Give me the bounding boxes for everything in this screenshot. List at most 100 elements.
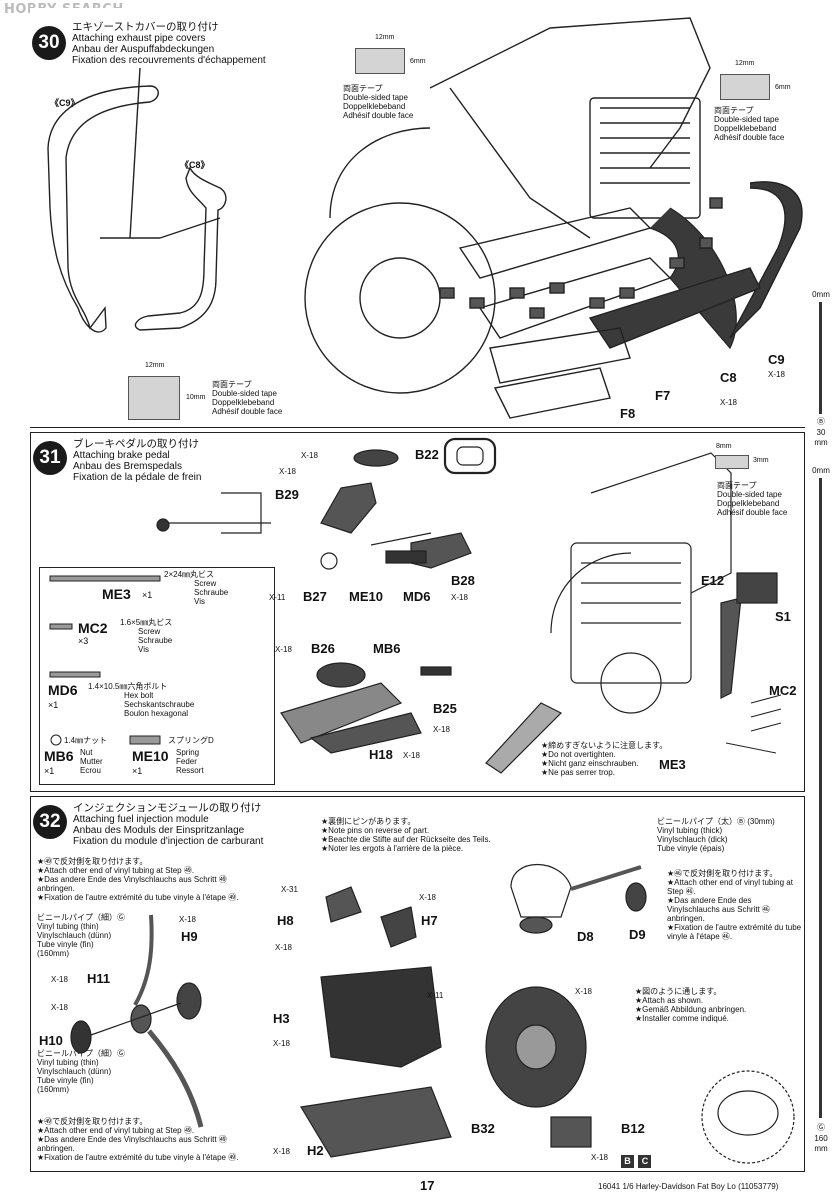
part-desc-jp: 1.4×10.5㎜六角ボルト [88,682,168,691]
part-desc: Spring Feder Ressort [176,748,204,775]
note-line: ★Das andere Ende des Vinylschlauchs aus … [37,1135,227,1153]
part-ref: X-18 [451,593,468,602]
tape-de: Doppelklebeband [714,124,777,133]
tape-jp: 両面テープ [343,84,383,93]
tape-fr: Adhésif double face [343,111,414,120]
tape-width-label: 12mm [375,34,395,41]
tape-jp: 両面テープ [212,380,252,389]
part-ref: X-18 [273,1147,290,1156]
ruler-label-b: Ⓑ [817,417,825,426]
note-line: ★㊻で反対側を取り付けます。 [667,869,778,878]
title-en: Attaching brake pedal [73,450,170,461]
tube-en: Vinyl tubing (thin) [37,922,99,931]
part-label: MC2 [769,683,797,698]
title-fr: Fixation du module d'injection de carbur… [73,836,264,847]
part-ref: X-18 [273,1039,290,1048]
tape-de: Doppelklebeband [343,102,406,111]
part-code: ME10 [132,748,169,764]
part-label: D9 [629,927,646,942]
part-code: MB6 [44,748,74,764]
part-ref: X-18 [51,1003,68,1012]
part-label: C9 [768,352,785,367]
note-line: ★㊾で反対側を取り付けます。 [37,857,148,866]
part-label: H11 [87,971,111,986]
part-code: MD6 [48,682,78,698]
note-fr: ★Ne pas serrer trop. [541,768,615,777]
tape-caption: 両面テープ Double-sided tape Doppelklebeband … [714,106,784,142]
part-desc-en: Screw [138,627,161,636]
part-label: F7 [655,388,671,403]
ruler-zero-top: 0mm [812,290,830,299]
title-de: Anbau der Auspuffabdeckungen [72,44,215,55]
part-desc-de: Schraube [194,588,229,597]
step-30-panel: 30 エキゾーストカバーの取り付け Attaching exhaust pipe… [30,8,805,428]
part-desc-jp: スプリングD [168,736,214,745]
part-qty: ×1 [132,766,143,776]
title-jp: ブレーキペダルの取り付け [73,438,199,450]
title-fr: Fixation de la pédale de frein [73,472,202,483]
part-ref: X-18 [419,893,436,902]
part-label: ME3 [659,757,686,772]
part-desc-de: Sechskantschraube [124,700,195,709]
tape-height-label: 10mm [186,394,206,401]
part-label: H3 [273,1011,290,1026]
attach-note: ★図のように通します。 ★Attach as shown. ★Gemäß Abb… [635,987,795,1023]
part-ref: X-18 [403,751,420,760]
tube-length: (160mm) [37,1085,70,1094]
part-desc-en: Hex bolt [124,691,154,700]
tube-en: Vinyl tubing (thick) [657,826,723,835]
title-fr: Fixation des recouvrements d'échappement [72,55,266,66]
ruler-length-g: 160 [814,1134,828,1143]
part-ref: X-31 [281,885,298,894]
part-desc: 2×24㎜丸ビス Screw Schraube Vis [164,570,228,606]
exhaust-pipe-illustration [47,17,803,419]
note-line: ★Das andere Ende des Vinylschlauchs aus … [37,875,227,893]
note-line: ★図のように通します。 [635,987,722,996]
part-label: B29 [275,487,299,502]
part-qty: ×3 [78,636,89,646]
note-line: ★Attach other end of vinyl tubing at Ste… [37,1126,195,1135]
part-desc-fr: Boulon hexagonal [124,709,189,718]
tube-thin-top-caption: ビニールパイプ（細）Ⓖ Vinyl tubing (thin) Vinylsch… [37,913,125,958]
part-label: H18 [369,747,393,762]
part-label: B25 [433,701,457,716]
tape-swatch [355,48,405,74]
tube-fr: Tube vinyle (fin) [37,1076,94,1085]
part-label: MD6 [403,589,431,604]
tape-width-label: 8mm [716,443,732,450]
part-desc-de: Schraube [138,636,173,645]
tape-fr: Adhésif double face [714,133,785,142]
part-label-c9-bracketed: 《C9》 [50,98,80,108]
note-de: ★Nicht ganz einschrauben. [541,759,639,768]
vinyl-note-top: ★㊾で反対側を取り付けます。 ★Attach other end of viny… [37,857,247,902]
part-desc-de: Feder [176,757,197,766]
badge-c: C [638,1155,652,1168]
parts-list-box: 2×24㎜丸ビス Screw Schraube Vis ME3 ×1 MC2 ×… [39,567,275,785]
part-label: B32 [471,1121,495,1136]
tube-de: Vinylschlauch (dünn) [37,931,112,940]
part-code: ME3 [102,586,131,602]
step-32-panel: 32 インジェクションモジュールの取り付け Attaching fuel inj… [30,796,805,1172]
ruler-bar-b [819,302,822,414]
tape-swatch [720,74,770,100]
tape-jp: 両面テープ [714,106,754,115]
ruler-length-b: 30 [816,428,826,437]
part-ref: X-18 [179,915,196,924]
product-line: 16041 1/6 Harley-Davidson Fat Boy Lo (11… [598,1182,779,1191]
part-desc-fr: Ressort [176,766,204,775]
note-line: ★㊾で反対側を取り付けます。 [37,1117,148,1126]
part-ref: X-18 [51,975,68,984]
part-ref: X-18 [275,645,292,654]
tape-width-label: 12mm [145,362,165,369]
part-desc-fr: Ecrou [80,766,101,775]
part-label: H10 [39,1033,63,1048]
tube-de: Vinylschlauch (dünn) [37,1067,112,1076]
part-label: E12 [701,573,725,588]
tape-jp: 両面テープ [717,481,757,490]
part-label: H8 [277,913,294,928]
part-code: MC2 [78,620,108,636]
tube-jp: ビニールパイプ（細）Ⓖ [37,913,125,922]
step-number: 32 [33,805,67,839]
step-number: 31 [33,441,67,475]
tape-en: Double-sided tape [212,389,277,398]
